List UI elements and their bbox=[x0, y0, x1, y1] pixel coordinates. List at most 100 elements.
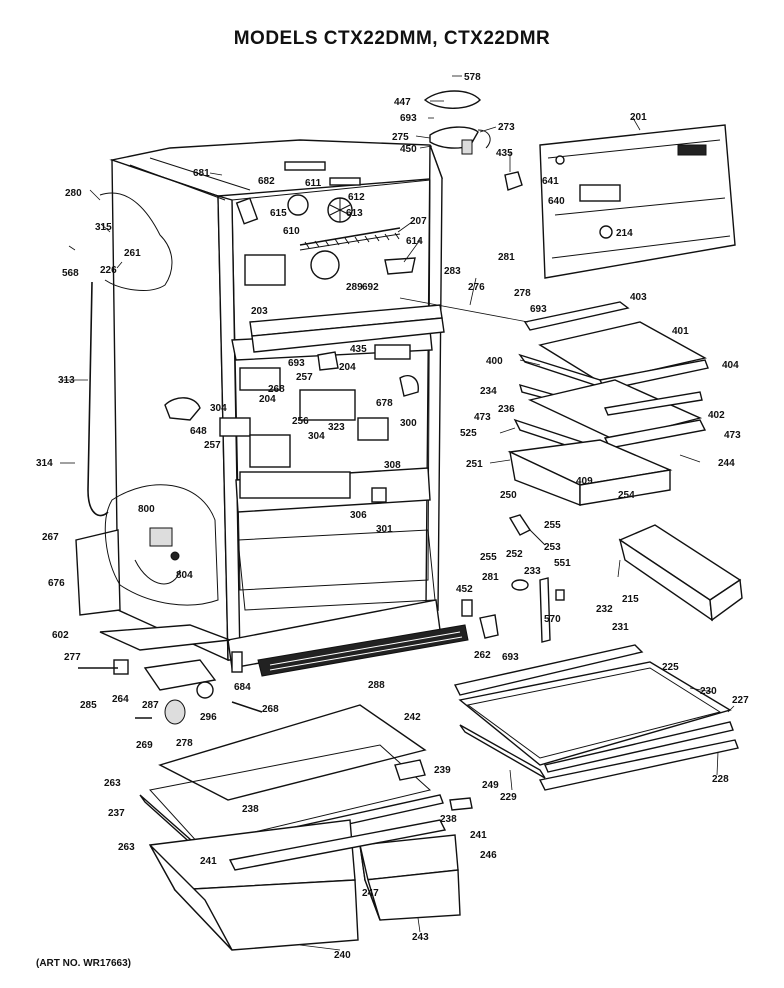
part-label: 473 bbox=[724, 430, 741, 441]
part-label: 280 bbox=[65, 188, 82, 199]
part-label: 301 bbox=[376, 524, 393, 535]
part-label: 207 bbox=[410, 216, 427, 227]
part-label: 273 bbox=[498, 122, 515, 133]
part-label: 251 bbox=[466, 459, 483, 470]
part-label: 281 bbox=[482, 572, 499, 583]
part-label: 254 bbox=[618, 490, 635, 501]
part-label: 693 bbox=[400, 113, 417, 124]
part-label: 288 bbox=[368, 680, 385, 691]
part-label: 261 bbox=[124, 248, 141, 259]
lower-parts bbox=[78, 624, 469, 725]
part-label: 228 bbox=[712, 774, 729, 785]
part-label: 641 bbox=[542, 176, 559, 187]
part-label: 602 bbox=[52, 630, 69, 641]
part-label: 238 bbox=[242, 804, 259, 815]
part-label: 568 bbox=[62, 268, 79, 279]
part-label: 232 bbox=[596, 604, 613, 615]
part-label: 239 bbox=[434, 765, 451, 776]
part-label: 800 bbox=[138, 504, 155, 515]
part-label: 256 bbox=[292, 416, 309, 427]
part-label: 237 bbox=[108, 808, 125, 819]
part-label: 204 bbox=[339, 362, 356, 373]
control-parts bbox=[164, 344, 419, 503]
part-label: 236 bbox=[498, 404, 515, 415]
part-label: 409 bbox=[576, 476, 593, 487]
part-label: 201 bbox=[630, 112, 647, 123]
part-label: 435 bbox=[496, 148, 513, 159]
part-label: 281 bbox=[498, 252, 515, 263]
part-label: 262 bbox=[474, 650, 491, 661]
part-label: 250 bbox=[500, 490, 517, 501]
part-label: 283 bbox=[444, 266, 461, 277]
part-label: 289 bbox=[346, 282, 363, 293]
part-label: 681 bbox=[193, 168, 210, 179]
part-label: 252 bbox=[506, 549, 523, 560]
part-label: 231 bbox=[612, 622, 629, 633]
part-label: 403 bbox=[630, 292, 647, 303]
door-bin bbox=[618, 524, 743, 622]
part-label: 204 bbox=[259, 394, 276, 405]
part-label: 275 bbox=[392, 132, 409, 143]
part-label: 229 bbox=[500, 792, 517, 803]
part-label: 247 bbox=[362, 888, 379, 899]
top-components bbox=[235, 90, 523, 286]
part-label: 269 bbox=[136, 740, 153, 751]
part-label: 263 bbox=[118, 842, 135, 853]
part-label: 241 bbox=[470, 830, 487, 841]
part-label: 241 bbox=[200, 856, 217, 867]
part-label: 313 bbox=[58, 375, 75, 386]
art-number: (ART NO. WR17663) bbox=[36, 958, 132, 969]
part-label: 308 bbox=[384, 460, 401, 471]
lower-compartment-cutaway bbox=[104, 484, 219, 606]
part-label: 404 bbox=[722, 360, 739, 371]
part-label: 615 bbox=[270, 208, 287, 219]
part-label: 315 bbox=[95, 222, 112, 233]
part-label: 613 bbox=[346, 208, 363, 219]
part-label: 203 bbox=[251, 306, 268, 317]
part-label: 676 bbox=[48, 578, 65, 589]
part-label: 306 bbox=[350, 510, 367, 521]
part-label: 255 bbox=[480, 552, 497, 563]
part-label: 804 bbox=[176, 570, 193, 581]
part-label: 578 bbox=[464, 72, 481, 83]
part-label: 278 bbox=[176, 738, 193, 749]
part-label: 230 bbox=[700, 686, 717, 697]
part-label: 693 bbox=[288, 358, 305, 369]
leader-lines bbox=[60, 75, 735, 951]
part-label: 304 bbox=[308, 431, 325, 442]
part-label: 473 bbox=[474, 412, 491, 423]
part-label: 285 bbox=[80, 700, 97, 711]
part-label: 452 bbox=[456, 584, 473, 595]
part-label: 234 bbox=[480, 386, 497, 397]
part-label: 570 bbox=[544, 614, 561, 625]
part-label: 296 bbox=[200, 712, 217, 723]
part-label: 287 bbox=[142, 700, 159, 711]
part-label: 215 bbox=[622, 594, 639, 605]
part-label: 257 bbox=[204, 440, 221, 451]
freezer-shelves bbox=[507, 301, 709, 507]
part-label: 551 bbox=[554, 558, 571, 569]
part-label: 244 bbox=[718, 458, 735, 469]
part-label: 255 bbox=[544, 520, 561, 531]
part-label: 447 bbox=[394, 97, 411, 108]
part-label: 246 bbox=[480, 850, 497, 861]
part-label: 402 bbox=[708, 410, 725, 421]
part-label: 450 bbox=[400, 144, 417, 155]
part-label: 249 bbox=[482, 780, 499, 791]
part-label: 323 bbox=[328, 422, 345, 433]
part-label: 648 bbox=[190, 426, 207, 437]
crisper-assembly bbox=[139, 704, 473, 951]
part-label: 693 bbox=[530, 304, 547, 315]
part-label: 300 bbox=[400, 418, 417, 429]
part-label: 682 bbox=[258, 176, 275, 187]
part-label: 276 bbox=[468, 282, 485, 293]
part-label: 233 bbox=[524, 566, 541, 577]
rear-cover-panel bbox=[539, 124, 736, 279]
part-label: 267 bbox=[42, 532, 59, 543]
part-label: 693 bbox=[502, 652, 519, 663]
part-label: 612 bbox=[348, 192, 365, 203]
part-labels: 578 447 693 273 275 450 435 201 681 682 … bbox=[36, 72, 749, 961]
part-label: 268 bbox=[268, 384, 285, 395]
part-label: 225 bbox=[662, 662, 679, 673]
